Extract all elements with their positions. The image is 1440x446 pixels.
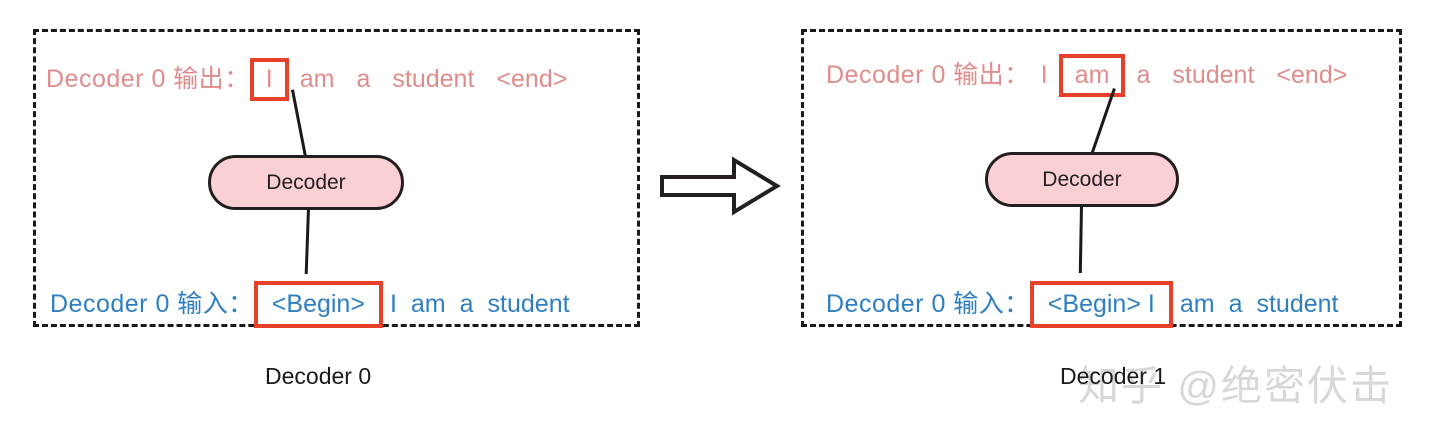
left-decoder-block[interactable]: Decoder (208, 155, 404, 210)
left-output-token-2: a (356, 65, 371, 93)
right-arrow-icon (658, 155, 782, 217)
left-input-token-1: I (389, 290, 397, 318)
left-input-token-4: student (487, 290, 570, 318)
right-input-token-1: am (1179, 290, 1215, 318)
right-output-token-2: student (1172, 61, 1255, 89)
right-output-token-1: a (1136, 61, 1151, 89)
right-output-label: Decoder 0 输出： (826, 61, 1030, 89)
left-decoder-label: Decoder (266, 170, 346, 194)
right-input-row: Decoder 0 输入： <Begin> I am a student (826, 281, 1345, 328)
right-output-token-3: <end> (1276, 61, 1348, 89)
watermark-text: 知乎 @绝密伏击 (1078, 363, 1394, 409)
right-input-token-2: a (1228, 290, 1243, 318)
left-panel-caption: Decoder 0 (265, 363, 372, 389)
right-output-prefix-token: I (1040, 61, 1048, 89)
left-output-token-3: student (392, 65, 475, 93)
left-output-token-4: <end> (496, 65, 568, 93)
right-output-highlight-token[interactable]: am (1058, 54, 1126, 97)
left-input-token-2: am (410, 290, 446, 318)
right-input-label: Decoder 0 输入： (826, 290, 1030, 318)
right-decoder-label: Decoder (1042, 167, 1122, 191)
left-output-label: Decoder 0 输出： (46, 65, 250, 93)
right-panel-caption: Decoder 1 (1060, 363, 1167, 389)
left-output-token-1: am (299, 65, 335, 93)
left-input-token-3: a (459, 290, 474, 318)
left-output-highlight-token[interactable]: I (249, 58, 289, 101)
right-decoder-block[interactable]: Decoder (985, 152, 1179, 207)
right-output-row: Decoder 0 输出： I am a student <end> (826, 54, 1358, 97)
right-input-token-3: student (1256, 290, 1339, 318)
left-output-row: Decoder 0 输出： I am a student <end> (46, 58, 578, 101)
left-input-row: Decoder 0 输入： <Begin> I am a student (50, 281, 577, 328)
right-input-highlight-token[interactable]: <Begin> I (1029, 281, 1173, 328)
left-input-label: Decoder 0 输入： (50, 290, 254, 318)
left-input-highlight-token[interactable]: <Begin> (253, 281, 383, 328)
